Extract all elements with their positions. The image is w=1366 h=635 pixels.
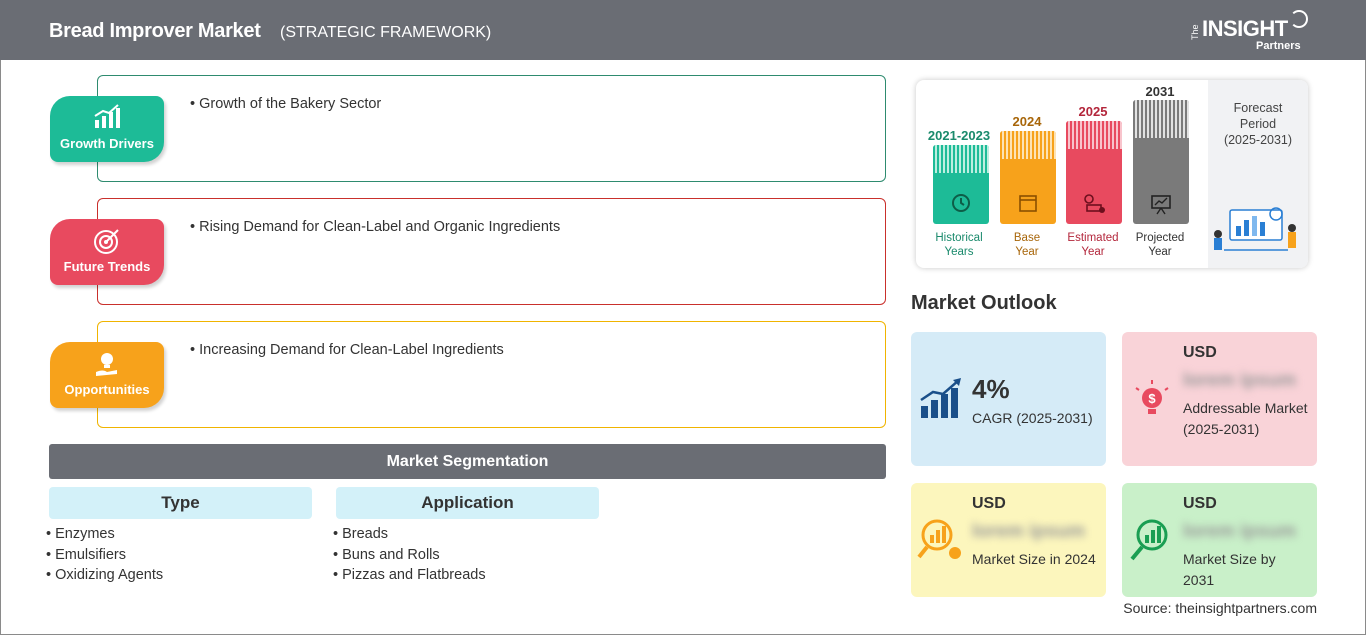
- market-segmentation-header: Market Segmentation: [49, 444, 886, 479]
- growth-drivers-label: Growth Drivers: [60, 136, 154, 151]
- projected-year: 2031: [1145, 84, 1175, 99]
- historical-bar: [933, 145, 989, 224]
- application-header: Application: [336, 487, 599, 519]
- logo-insight: INSIGHT: [1202, 16, 1288, 41]
- growth-drivers-badge: Growth Drivers: [50, 96, 164, 162]
- size-2031-usd: USD: [1183, 495, 1217, 512]
- header-bar: Bread Improver Market (STRATEGIC FRAMEWO…: [0, 0, 1366, 60]
- estimate-gears-icon: [1084, 194, 1105, 213]
- logo-swirl-icon: [1290, 10, 1308, 28]
- opportunities-box: • Increasing Demand for Clean-Label Ingr…: [97, 321, 886, 428]
- insight-partners-logo: The INSIGHT Partners: [1190, 10, 1310, 54]
- market-outlook-title: Market Outlook: [911, 292, 1057, 314]
- base-bar: [1000, 131, 1056, 224]
- historical-year: 2021-2023: [927, 128, 991, 143]
- opportunities-badge: Opportunities: [50, 342, 164, 408]
- cagr-card: 4% CAGR (2025-2031): [911, 332, 1106, 466]
- size-2024-value: lorem ipsum: [972, 521, 1085, 542]
- size-2031-value: lorem ipsum: [1183, 521, 1296, 542]
- future-trends-box: • Rising Demand for Clean-Label and Orga…: [97, 198, 886, 305]
- addressable-market-card: $ USD lorem ipsum Addressable Market (20…: [1122, 332, 1317, 466]
- projected-bar: [1133, 100, 1189, 224]
- logo-the: The: [1190, 24, 1200, 40]
- magnifier-growth-icon: [1130, 519, 1168, 561]
- growth-drivers-box: • Growth of the Bakery Sector: [97, 75, 886, 182]
- future-trends-badge: Future Trends: [50, 219, 164, 285]
- market-size-2024-card: USD lorem ipsum Market Size in 2024: [911, 483, 1106, 597]
- list-item: Enzymes: [46, 526, 163, 547]
- estimated-year: 2025: [1078, 104, 1108, 119]
- target-icon: [94, 229, 119, 254]
- size-2031-label: Market Size by 2031: [1183, 551, 1276, 588]
- size-2024-label: Market Size in 2024: [972, 551, 1096, 567]
- dollar-bulb-icon: $: [1135, 380, 1169, 414]
- history-clock-icon: [952, 194, 970, 212]
- lightbulb-hand-icon: [96, 353, 117, 376]
- application-list: Breads Buns and Rolls Pizzas and Flatbre…: [333, 526, 486, 588]
- list-item: Breads: [333, 526, 486, 547]
- cagr-value: 4%: [972, 374, 1010, 404]
- addressable-usd: USD: [1183, 344, 1217, 361]
- analytics-people-icon: [1214, 207, 1296, 251]
- type-header: Type: [49, 487, 312, 519]
- base-year: 2024: [1012, 114, 1042, 129]
- future-trends-bullet: • Rising Demand for Clean-Label and Orga…: [190, 219, 561, 235]
- addressable-value: lorem ipsum: [1183, 370, 1296, 391]
- list-item: Emulsifiers: [46, 547, 163, 568]
- market-size-2031-card: USD lorem ipsum Market Size by 2031: [1122, 483, 1317, 597]
- type-list: Enzymes Emulsifiers Oxidizing Agents: [46, 526, 163, 588]
- list-item: Pizzas and Flatbreads: [333, 567, 485, 588]
- magnifier-chart-icon: [917, 519, 961, 559]
- logo-partners: Partners: [1256, 40, 1301, 52]
- svg-text:$: $: [1148, 391, 1156, 406]
- page-title: Bread Improver Market: [49, 20, 261, 42]
- growth-chart-icon: [94, 104, 120, 128]
- source-text: Source: theinsightpartners.com: [1123, 600, 1317, 616]
- list-item: Buns and Rolls: [333, 547, 486, 568]
- future-trends-label: Future Trends: [63, 259, 151, 274]
- size-2024-usd: USD: [972, 495, 1006, 512]
- opportunities-label: Opportunities: [64, 382, 150, 397]
- growth-bars-icon: [920, 378, 961, 418]
- addressable-label: Addressable Market (2025-2031): [1183, 400, 1308, 437]
- estimated-bar: [1066, 121, 1122, 224]
- growth-drivers-bullet: • Growth of the Bakery Sector: [190, 96, 382, 112]
- list-item: Oxidizing Agents: [46, 567, 163, 588]
- projection-board-icon: [1151, 195, 1171, 215]
- page-subtitle: (STRATEGIC FRAMEWORK): [280, 24, 492, 41]
- cagr-label: CAGR (2025-2031): [972, 410, 1093, 426]
- calendar-icon: [1019, 195, 1037, 212]
- opportunities-bullet: • Increasing Demand for Clean-Label Ingr…: [190, 342, 504, 358]
